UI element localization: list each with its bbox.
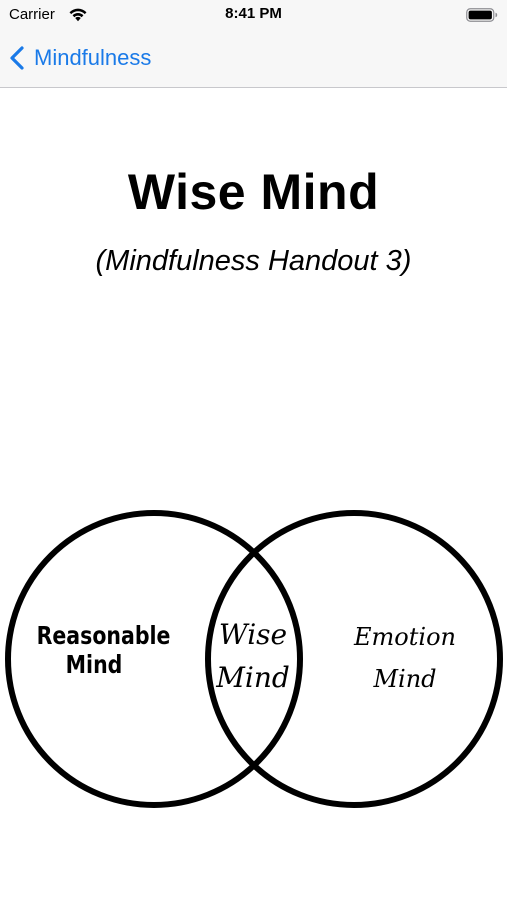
emotion-mind-circle xyxy=(205,510,503,808)
navigation-bar: Mindfulness xyxy=(0,30,507,88)
reasonable-mind-circle xyxy=(5,510,303,808)
wise-mind-label: Wise Mind xyxy=(205,613,301,700)
reasonable-mind-label: Reasonable Mind xyxy=(36,621,171,680)
status-bar: Carrier 8:41 PM xyxy=(0,0,507,30)
chevron-left-icon xyxy=(10,46,24,70)
page-subtitle: (Mindfulness Handout 3) xyxy=(95,245,412,277)
back-button[interactable]: Mindfulness xyxy=(8,42,151,74)
wise-mind-label-line-2: Mind xyxy=(216,661,290,695)
wifi-icon xyxy=(69,8,87,22)
emotion-mind-label-line-2: Mind xyxy=(373,665,437,693)
venn-diagram xyxy=(5,510,503,808)
clock: 8:41 PM xyxy=(225,5,282,22)
page-title: Wise Mind xyxy=(127,164,380,220)
battery-icon xyxy=(466,8,498,22)
emotion-mind-label-line-1: Emotion xyxy=(354,623,456,651)
carrier-label: Carrier xyxy=(9,6,55,23)
emotion-mind-label: Emotion Mind xyxy=(335,616,475,700)
reasonable-mind-label-line-2: Mind xyxy=(65,649,123,679)
reasonable-mind-label-line-1: Reasonable xyxy=(36,621,171,650)
wise-mind-label-line-1: Wise xyxy=(218,618,288,651)
back-button-label: Mindfulness xyxy=(34,45,152,70)
